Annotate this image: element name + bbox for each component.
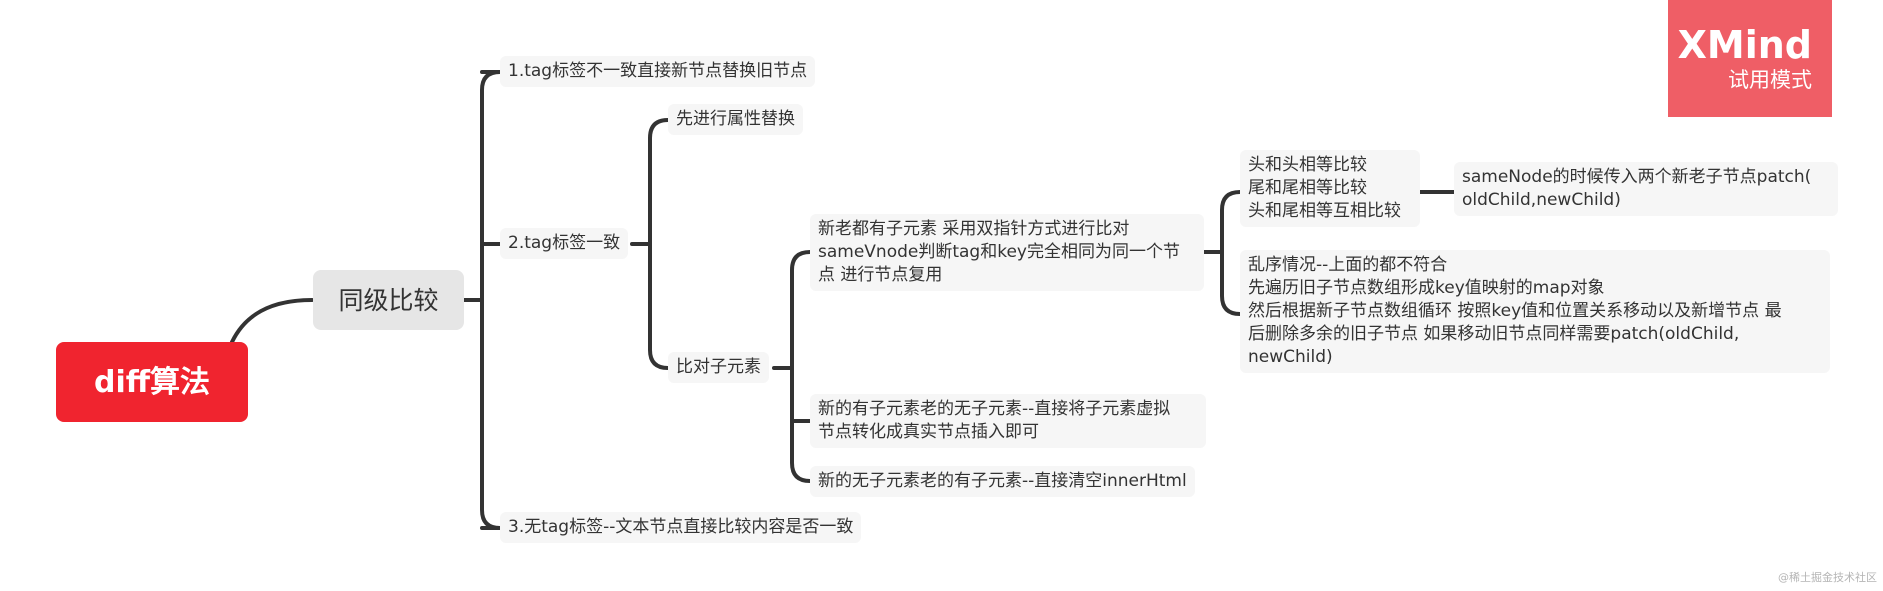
both-line: 新老都有子元素 采用双指针方式进行比对 bbox=[818, 219, 1130, 239]
new-only-line: 新的有子元素老的无子元素--直接将子元素虚拟 bbox=[818, 399, 1171, 419]
trunk-children bbox=[790, 250, 812, 483]
source-credit: @稀土掘金技术社区 bbox=[1778, 571, 1877, 584]
patch-line: sameNode的时候传入两个新老子节点patch( bbox=[1462, 167, 1812, 187]
disorder-line: 然后根据新子节点数组循环 按照key值和位置关系移动以及新增节点 最 bbox=[1248, 301, 1782, 321]
trunk-cases bbox=[1220, 190, 1242, 316]
patch-line: oldChild,newChild) bbox=[1462, 190, 1621, 210]
attr-node[interactable]: 先进行属性替换 bbox=[668, 104, 803, 135]
trunk-level1 bbox=[480, 70, 502, 530]
branch2-label: 2.tag标签一致 bbox=[508, 233, 621, 253]
compare-line: 尾和尾相等比较 bbox=[1248, 178, 1367, 198]
both-children-node[interactable]: 新老都有子元素 采用双指针方式进行比对 sameVnode判断tag和key完全… bbox=[810, 214, 1204, 291]
branch1-node[interactable]: 1.tag标签不一致直接新节点替换旧节点 bbox=[500, 56, 816, 87]
patch-node[interactable]: sameNode的时候传入两个新老子节点patch( oldChild,newC… bbox=[1454, 162, 1838, 216]
disorder-line: 乱序情况--上面的都不符合 bbox=[1248, 255, 1448, 275]
both-line: sameVnode判断tag和key完全相同为同一个节 bbox=[818, 242, 1180, 262]
both-line: 点 进行节点复用 bbox=[818, 265, 943, 285]
new-only-line: 节点转化成真实节点插入即可 bbox=[818, 422, 1039, 442]
trunk-branch2 bbox=[648, 118, 670, 370]
level1-node[interactable]: 同级比较 bbox=[313, 270, 464, 330]
disorder-node[interactable]: 乱序情况--上面的都不符合 先遍历旧子节点数组形成key值映射的map对象 然后… bbox=[1240, 250, 1830, 373]
disorder-line: 先遍历旧子节点数组形成key值映射的map对象 bbox=[1248, 278, 1605, 298]
branch1-label: 1.tag标签不一致直接新节点替换旧节点 bbox=[508, 61, 808, 81]
root-label: diff算法 bbox=[93, 364, 211, 400]
watermark-mode: 试用模式 bbox=[1728, 68, 1812, 92]
link-root-level1 bbox=[230, 298, 314, 344]
children-label: 比对子元素 bbox=[676, 357, 761, 377]
branch3-node[interactable]: 3.无tag标签--文本节点直接比较内容是否一致 bbox=[500, 512, 862, 543]
new-only-node[interactable]: 新的有子元素老的无子元素--直接将子元素虚拟 节点转化成真实节点插入即可 bbox=[810, 394, 1206, 448]
level1-label: 同级比较 bbox=[338, 285, 439, 315]
old-only-node[interactable]: 新的无子元素老的有子元素--直接清空innerHtml bbox=[810, 466, 1195, 497]
xmind-trial-watermark: XMind 试用模式 bbox=[1668, 0, 1832, 117]
compare-node[interactable]: 头和头相等比较 尾和尾相等比较 头和尾相等互相比较 bbox=[1240, 150, 1420, 227]
watermark-brand: XMind bbox=[1677, 23, 1812, 67]
branch2-node[interactable]: 2.tag标签一致 bbox=[500, 228, 629, 259]
disorder-line: newChild) bbox=[1248, 347, 1333, 367]
compare-line: 头和尾相等互相比较 bbox=[1248, 201, 1401, 221]
old-only-label: 新的无子元素老的有子元素--直接清空innerHtml bbox=[818, 471, 1187, 491]
attr-label: 先进行属性替换 bbox=[676, 109, 795, 129]
children-node[interactable]: 比对子元素 bbox=[668, 352, 769, 383]
root-node[interactable]: diff算法 bbox=[56, 342, 248, 422]
disorder-line: 后删除多余的旧子节点 如果移动旧节点同样需要patch(oldChild, bbox=[1248, 324, 1740, 344]
compare-line: 头和头相等比较 bbox=[1248, 155, 1367, 175]
branch3-label: 3.无tag标签--文本节点直接比较内容是否一致 bbox=[508, 517, 854, 537]
